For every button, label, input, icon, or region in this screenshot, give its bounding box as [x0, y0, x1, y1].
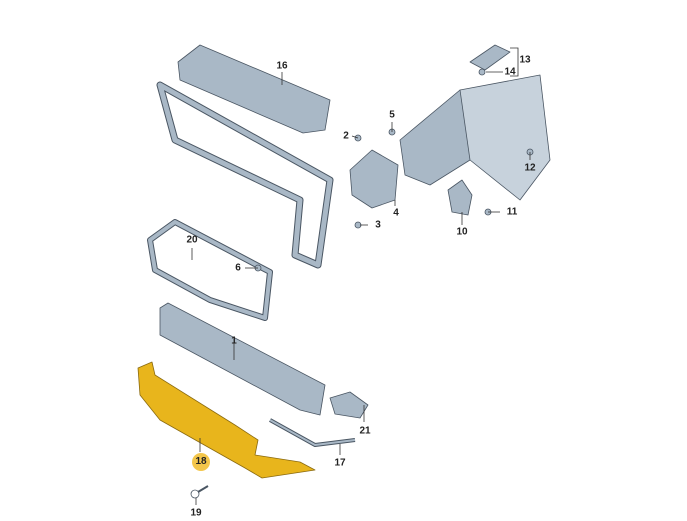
callout-11: 11 [506, 206, 518, 218]
callout-2: 2 [343, 130, 349, 142]
callout-4: 4 [393, 207, 399, 219]
callout-17: 17 [334, 457, 346, 469]
callout-1: 1 [231, 335, 237, 347]
part-21-bracket [329, 391, 369, 419]
callout-3: 3 [375, 219, 381, 231]
part-1-bumper-beam [159, 302, 326, 416]
part-10-bracket [447, 179, 473, 216]
callout-12: 12 [524, 162, 536, 174]
callout-13: 13 [519, 54, 531, 66]
callout-10: 10 [456, 226, 468, 238]
callout-14: 14 [504, 66, 516, 78]
part-13 [469, 44, 511, 71]
leader-lines [191, 47, 531, 505]
fender-wall [459, 74, 551, 201]
part-18-energy-absorber [137, 361, 316, 479]
callout-20: 20 [186, 234, 198, 246]
part-4-bracket [349, 149, 399, 209]
part-16-upper-cover [177, 44, 331, 134]
callout-19: 19 [190, 507, 202, 519]
callout-21: 21 [359, 425, 371, 437]
callout-5: 5 [389, 109, 395, 121]
callout-18-highlighted: 18 [192, 453, 210, 471]
callout-16: 16 [276, 60, 288, 72]
callout-6: 6 [235, 262, 241, 274]
part-19-clip [190, 489, 200, 499]
